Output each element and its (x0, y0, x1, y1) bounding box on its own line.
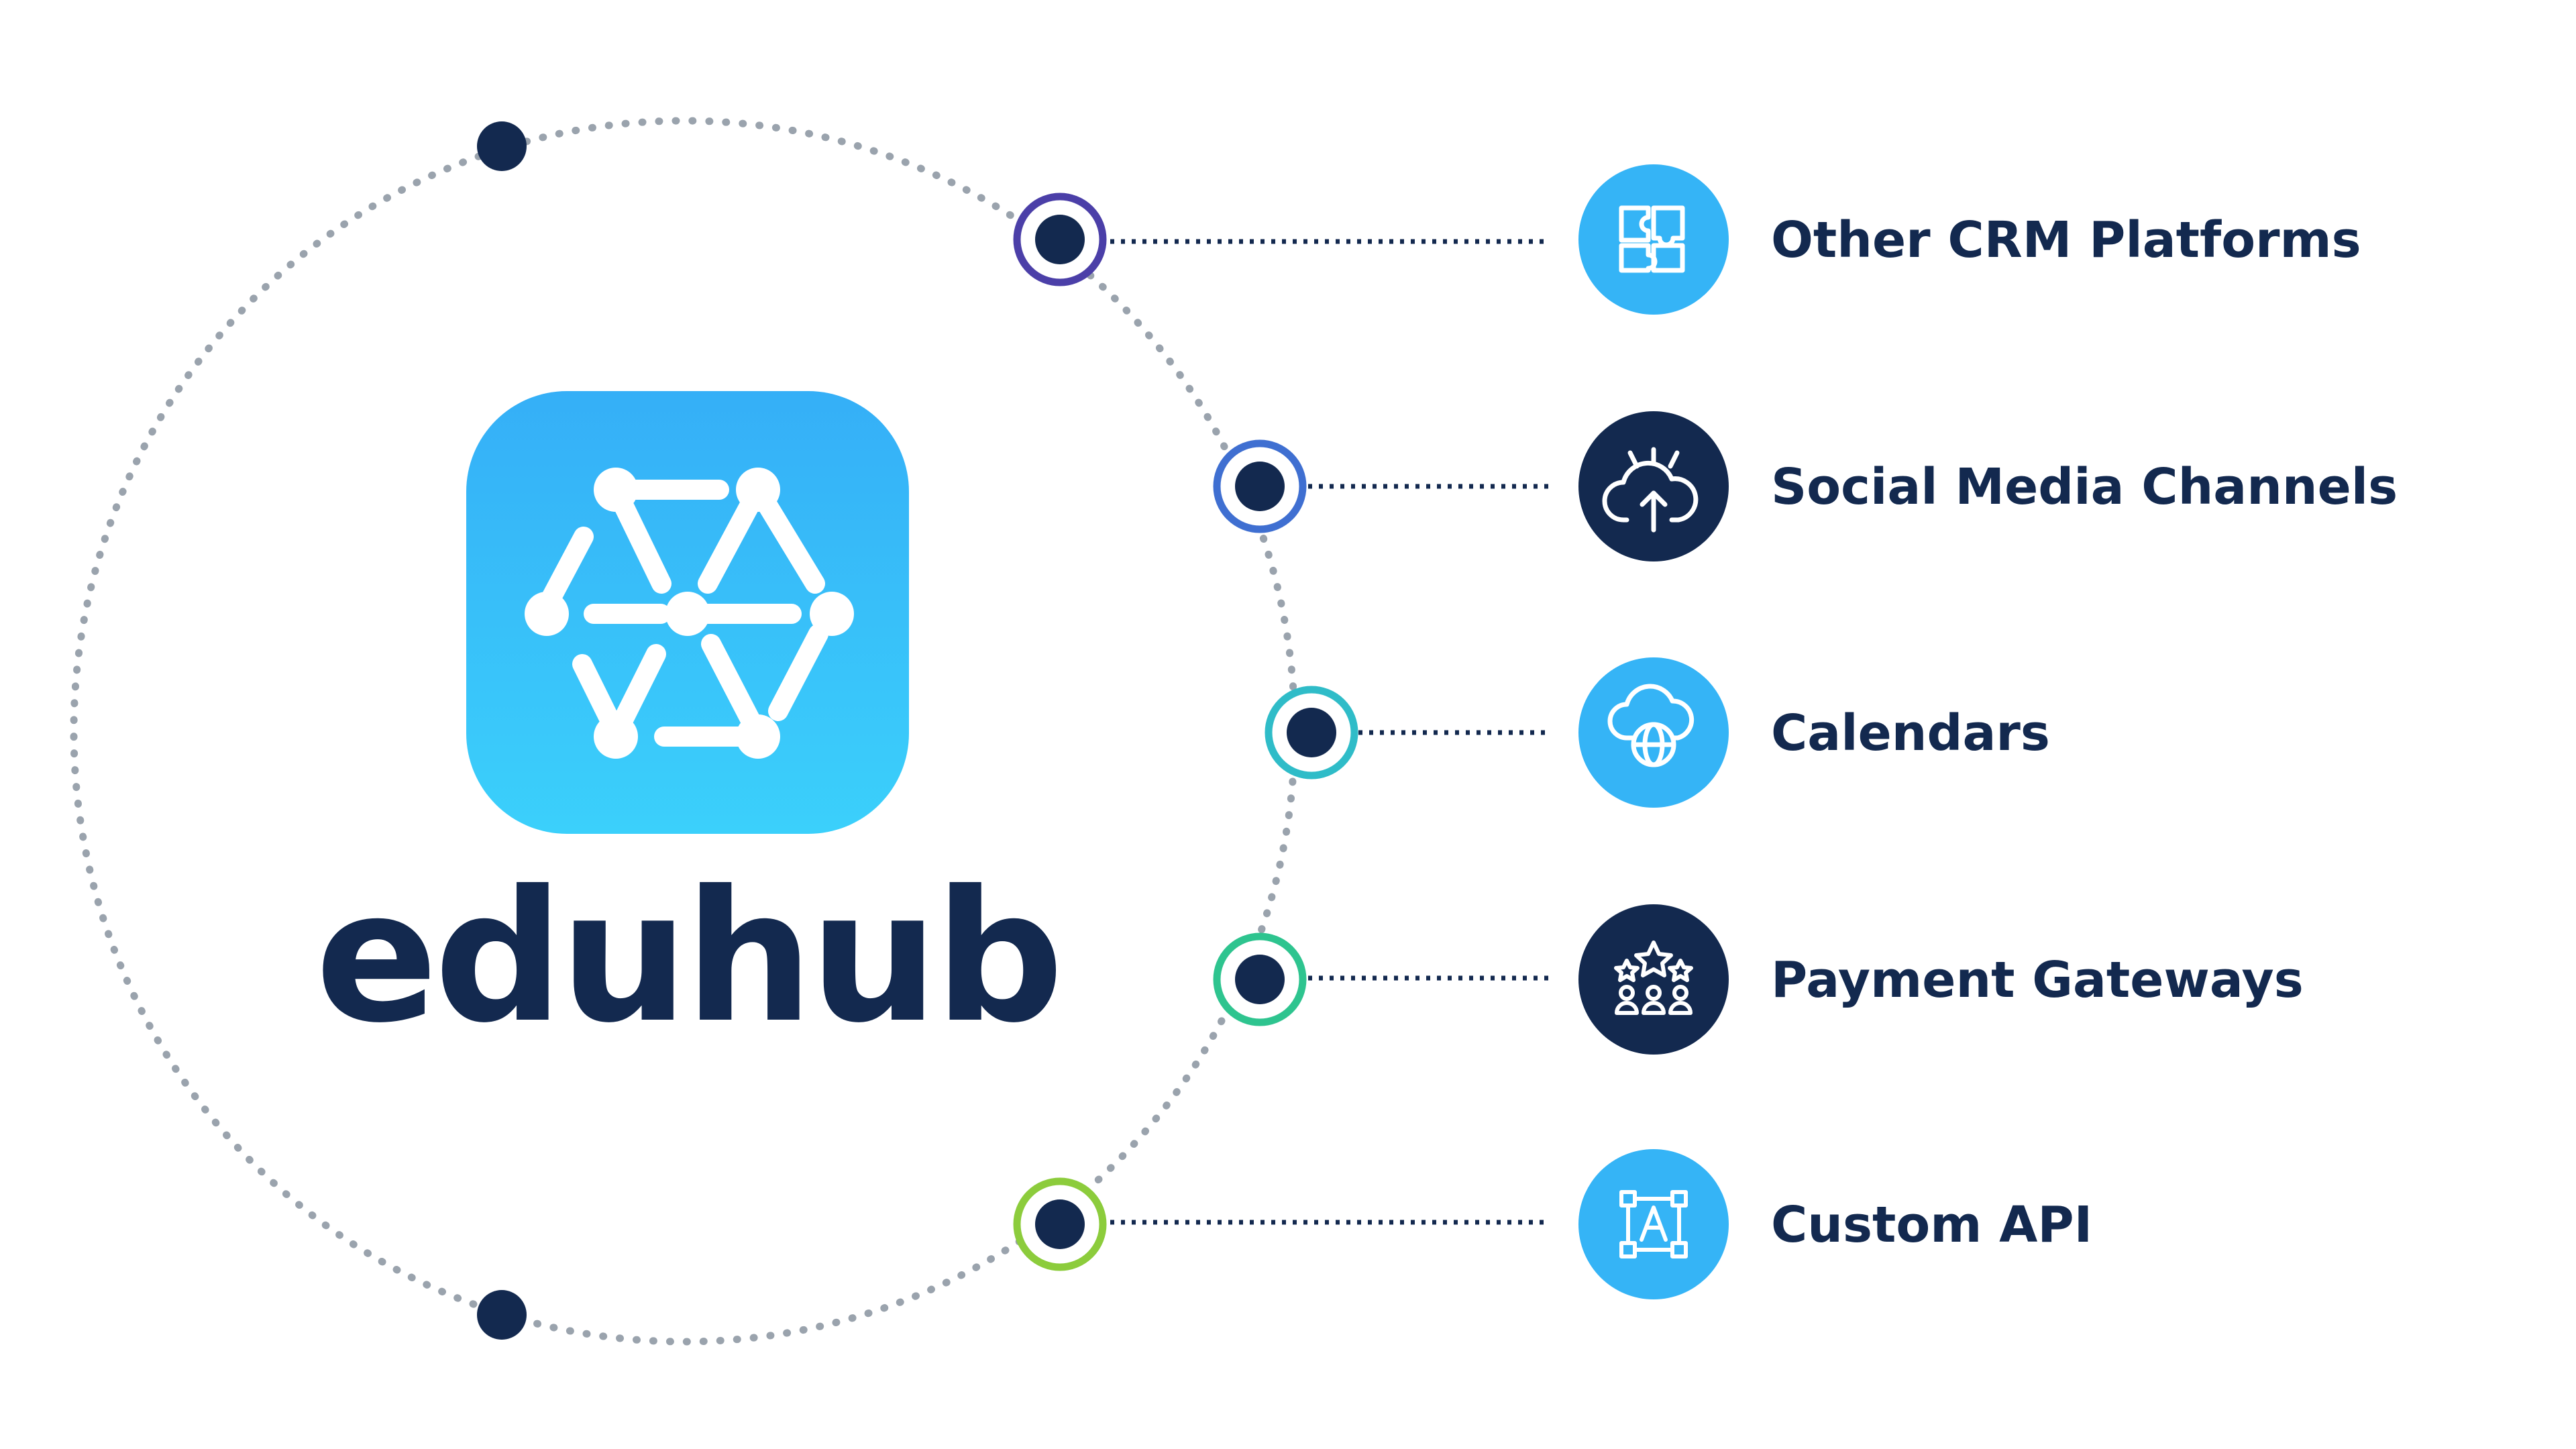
cloud-upload-icon (1602, 447, 1699, 533)
integration-row-custom-api[interactable]: Custom API (1013, 1149, 2092, 1299)
cloud-globe-icon (1607, 684, 1695, 767)
orbit-node (1287, 708, 1336, 757)
integration-label: Other CRM Platforms (1771, 211, 2361, 269)
integration-label: Social Media Channels (1771, 458, 2398, 516)
orbit-node (1235, 462, 1285, 511)
api-frame-icon (1619, 1190, 1688, 1258)
orbit-node (1235, 955, 1285, 1004)
puzzle-icon (1619, 205, 1685, 273)
integration-icon-circle (1578, 1149, 1729, 1299)
integration-row-other-crm[interactable]: Other CRM Platforms (1013, 164, 2361, 315)
star-rating-users-icon (1614, 941, 1693, 1015)
integration-row-payment-gateways[interactable]: Payment Gateways (1213, 904, 2304, 1055)
network-hub-icon (525, 468, 854, 759)
integration-row-calendars[interactable]: Calendars (1265, 657, 2050, 808)
brand-logo (466, 391, 909, 834)
brand-name: eduhub (315, 851, 1060, 1063)
integration-label: Payment Gateways (1771, 951, 2304, 1009)
integration-icon-circle (1578, 657, 1729, 808)
integration-icon-circle (1578, 904, 1729, 1055)
orbit-node (1035, 215, 1085, 264)
orbit-node (1035, 1199, 1085, 1249)
integration-icon-circle (1578, 411, 1729, 561)
orbit-dot-bottom (477, 1290, 527, 1340)
integration-row-social-media[interactable]: Social Media Channels (1213, 411, 2398, 561)
integration-label: Calendars (1771, 704, 2050, 762)
integration-label: Custom API (1771, 1196, 2092, 1254)
orbit-dot-top (477, 121, 527, 171)
integration-list: Other CRM Platforms Social Media Channel… (1013, 164, 2398, 1299)
